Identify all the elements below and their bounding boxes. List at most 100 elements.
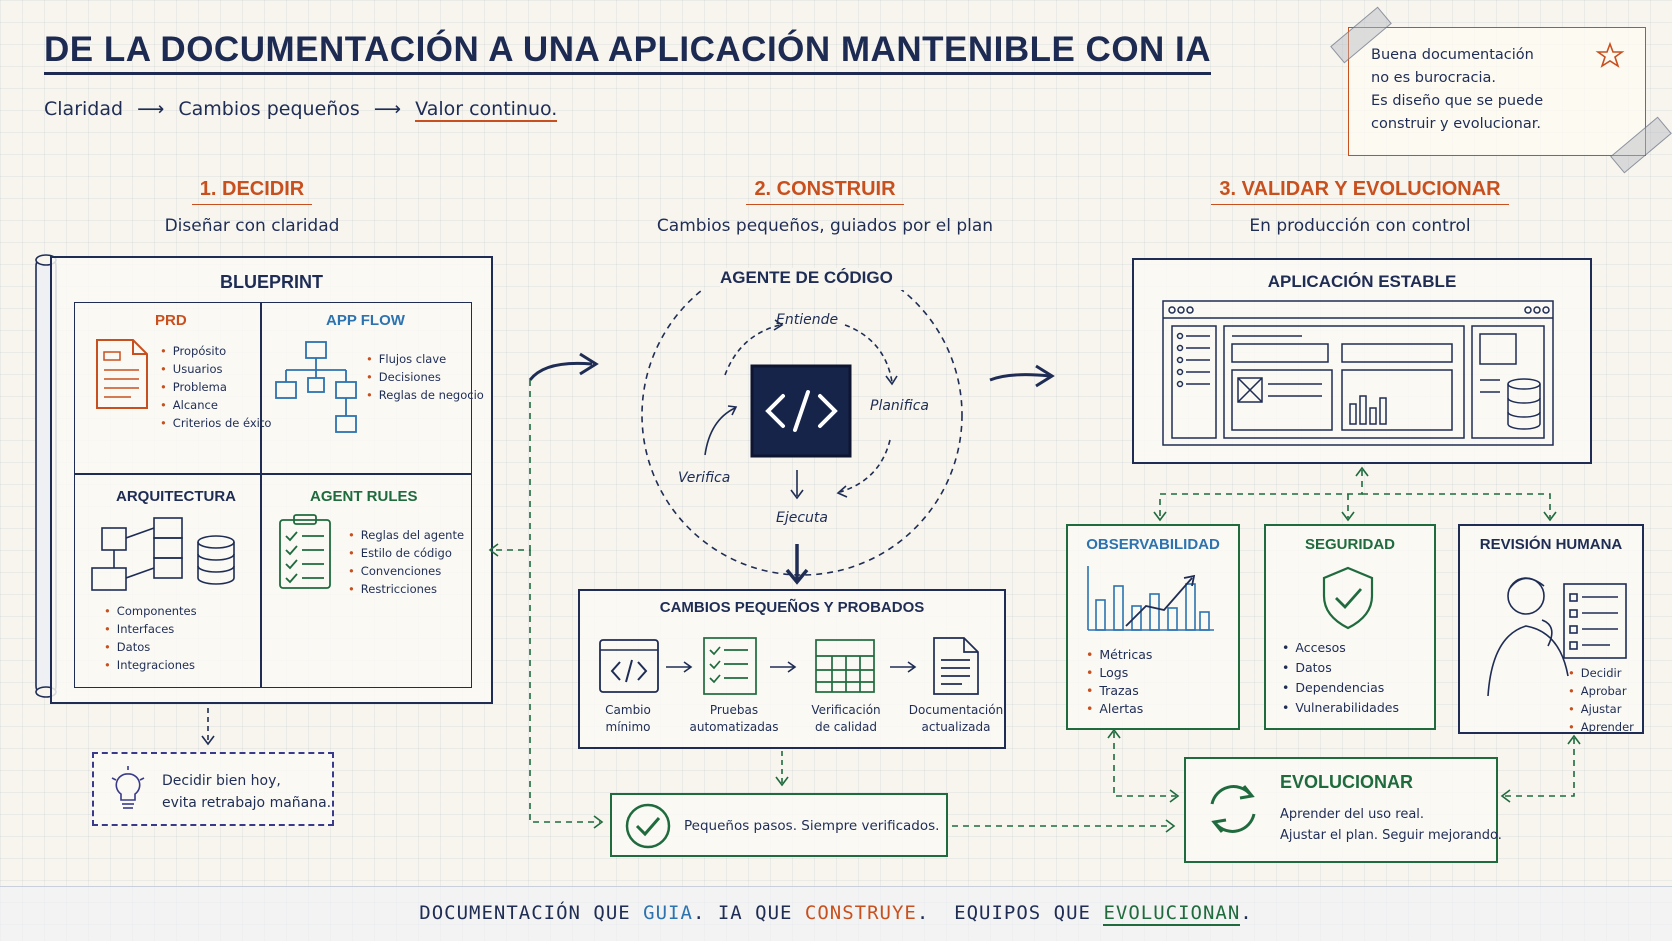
appflow-title: APP FLOW xyxy=(326,312,405,329)
seg-title: SEGURIDAD xyxy=(1304,536,1395,553)
changes-title: CAMBIOS PEQUEÑOS Y PROBADOS xyxy=(659,599,925,616)
list-item: Reglas de negocio xyxy=(366,386,484,404)
label-line: de calidad xyxy=(814,720,878,734)
lightbulb-icon xyxy=(111,766,145,809)
list-item: Problema xyxy=(160,378,271,396)
step1-title: 1. DECIDIR xyxy=(191,178,313,205)
list-item: Reglas del agente xyxy=(348,526,464,544)
list-item: Criterios de éxito xyxy=(160,414,272,432)
document-icon xyxy=(96,339,148,409)
app-window-mockup xyxy=(1162,300,1554,446)
subtitle-claridad: Claridad xyxy=(44,98,124,120)
check-circle-icon xyxy=(625,803,671,849)
evolucionar-box xyxy=(1184,757,1498,863)
list-item: Alcance xyxy=(160,396,271,414)
arrow-down-icon xyxy=(785,544,809,585)
footer-bar: DOCUMENTACIÓN QUE GUIA. IA QUE CONSTRUYE… xyxy=(0,886,1672,941)
list-item: Estilo de código xyxy=(348,544,464,562)
agentrules-title: AGENT RULES xyxy=(310,488,418,505)
app-title: APLICACIÓN ESTABLE xyxy=(1267,272,1457,291)
note-line: Es diseño que se puede xyxy=(1371,93,1544,109)
arrow-right-icon: ⟶ xyxy=(373,98,402,120)
evo-title: EVOLUCIONAR xyxy=(1280,772,1414,792)
evo-line: Aprender del uso real. xyxy=(1280,807,1425,822)
list-item: Restricciones xyxy=(348,580,464,598)
list-item: Alertas xyxy=(1086,700,1152,718)
obs-list: Métricas Logs Trazas Alertas xyxy=(1086,646,1152,718)
step2-subtitle: Cambios pequeños, guiados por el plan xyxy=(656,216,994,236)
sticky-note: Buena documentación no es burocracia. Es… xyxy=(1348,27,1646,156)
updated-doc-icon xyxy=(933,637,979,695)
dashed-arrow xyxy=(201,708,215,746)
star-icon xyxy=(1595,41,1625,68)
list-item: Datos xyxy=(1282,658,1399,678)
dashed-arrow xyxy=(775,751,789,787)
page-title: DE LA DOCUMENTACIÓN A UNA APLICACIÓN MAN… xyxy=(44,30,1212,75)
cycle-entiende: Entiende xyxy=(776,312,839,328)
bar-chart-icon xyxy=(1087,566,1214,631)
list-item: Integraciones xyxy=(104,656,197,674)
prd-title: PRD xyxy=(155,312,187,329)
cycle-planifica: Planifica xyxy=(870,398,929,414)
arrow-right-icon: ⟶ xyxy=(137,98,165,120)
list-item: Usuarios xyxy=(160,360,271,378)
list-item: Flujos clave xyxy=(366,350,484,368)
shield-check-icon xyxy=(1322,566,1374,630)
list-item: Aprender xyxy=(1568,718,1634,736)
quality-grid-icon xyxy=(815,639,875,693)
arrow-right-icon xyxy=(770,661,797,673)
footer-part: DOCUMENTACIÓN QUE xyxy=(419,902,644,924)
tip-box xyxy=(92,752,334,826)
evo-text: Aprender del uso real. Ajustar el plan. … xyxy=(1280,804,1502,846)
refresh-cycle-icon xyxy=(1210,785,1256,833)
tip-text: Decidir bien hoy, evita retrabajo mañana… xyxy=(162,770,331,814)
verified-text: Pequeños pasos. Siempre verificados. xyxy=(684,818,940,834)
list-item: Interfaces xyxy=(104,620,197,638)
list-item: Decidir xyxy=(1568,664,1634,682)
label-line: Verificación xyxy=(811,703,881,717)
step1-subtitle: Diseñar con claridad xyxy=(164,216,340,236)
cycle-ejecuta: Ejecuta xyxy=(776,510,828,526)
change-label: Cambio mínimo xyxy=(586,702,670,736)
note-line: Buena documentación xyxy=(1371,47,1534,63)
test-checklist-icon xyxy=(703,637,757,695)
arquitectura-title: ARQUITECTURA xyxy=(116,488,236,505)
footer-part: . IA QUE xyxy=(692,902,805,924)
label-line: Cambio xyxy=(605,703,651,717)
footer-part: . EQUIPOS QUE xyxy=(916,902,1104,924)
list-item: Trazas xyxy=(1086,682,1152,700)
label-line: mínimo xyxy=(605,720,651,734)
person-reviewing-icon xyxy=(1487,577,1627,697)
footer-part: . xyxy=(1240,902,1253,924)
seg-list: Accesos Datos Dependencias Vulnerabilida… xyxy=(1282,638,1399,718)
label-line: Pruebas xyxy=(709,703,759,717)
cycle-verifica: Verifica xyxy=(678,470,731,486)
agent-title: AGENTE DE CÓDIGO xyxy=(720,268,893,288)
arrow-right-icon xyxy=(666,661,693,673)
blueprint-title: BLUEPRINT xyxy=(220,272,323,292)
blueprint-grid xyxy=(74,302,472,688)
list-item: Ajustar xyxy=(1568,700,1634,718)
arquitectura-list: Componentes Interfaces Datos Integracion… xyxy=(104,602,197,674)
page-subtitle: Claridad ⟶ Cambios pequeños ⟶ Valor cont… xyxy=(44,98,558,122)
list-item: Accesos xyxy=(1282,638,1399,658)
step2-title: 2. CONSTRUIR xyxy=(746,178,904,205)
step3-subtitle: En producción con control xyxy=(1249,216,1471,236)
list-item: Propósito xyxy=(160,342,271,360)
list-item: Convenciones xyxy=(348,562,464,580)
rev-title: REVISIÓN HUMANA xyxy=(1479,536,1623,553)
label-line: actualizada xyxy=(921,720,991,734)
change-label: Verificación de calidad xyxy=(796,702,896,736)
step3-title: 3. VALIDAR Y EVOLUCIONAR xyxy=(1211,178,1509,205)
arrow-right-icon xyxy=(890,661,917,673)
rev-list: Decidir Aprobar Ajustar Aprender xyxy=(1568,664,1634,736)
verified-box xyxy=(610,793,948,857)
list-item: Datos xyxy=(104,638,197,656)
list-item: Métricas xyxy=(1086,646,1152,664)
flowchart-icon xyxy=(275,341,357,433)
list-item: Vulnerabilidades xyxy=(1282,698,1399,718)
note-line: construir y evolucionar. xyxy=(1371,116,1541,132)
list-item: Logs xyxy=(1086,664,1152,682)
